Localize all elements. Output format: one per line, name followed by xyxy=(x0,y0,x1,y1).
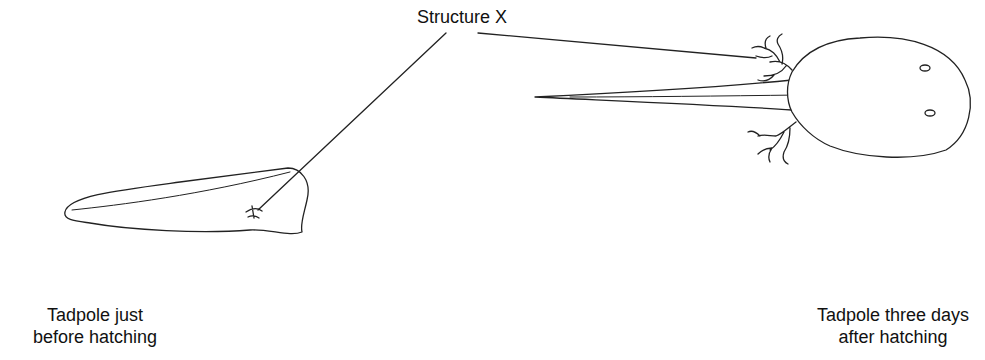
eye xyxy=(920,65,930,71)
structure-label: Structure X xyxy=(362,6,562,28)
tail-midline xyxy=(570,95,800,97)
eye xyxy=(925,110,935,116)
external-gills xyxy=(748,122,796,164)
leader-line xyxy=(478,33,756,58)
structure-x-bud xyxy=(246,206,262,218)
caption-label: Tadpole three days after hatching xyxy=(807,304,979,348)
external-gills xyxy=(752,34,792,81)
embryo-fin-line xyxy=(72,172,290,210)
leader-line xyxy=(258,33,446,210)
tadpole-body-outline xyxy=(788,37,971,157)
embryo-tadpole-outline xyxy=(65,168,308,234)
caption-label: Tadpole just before hatching xyxy=(24,304,166,348)
